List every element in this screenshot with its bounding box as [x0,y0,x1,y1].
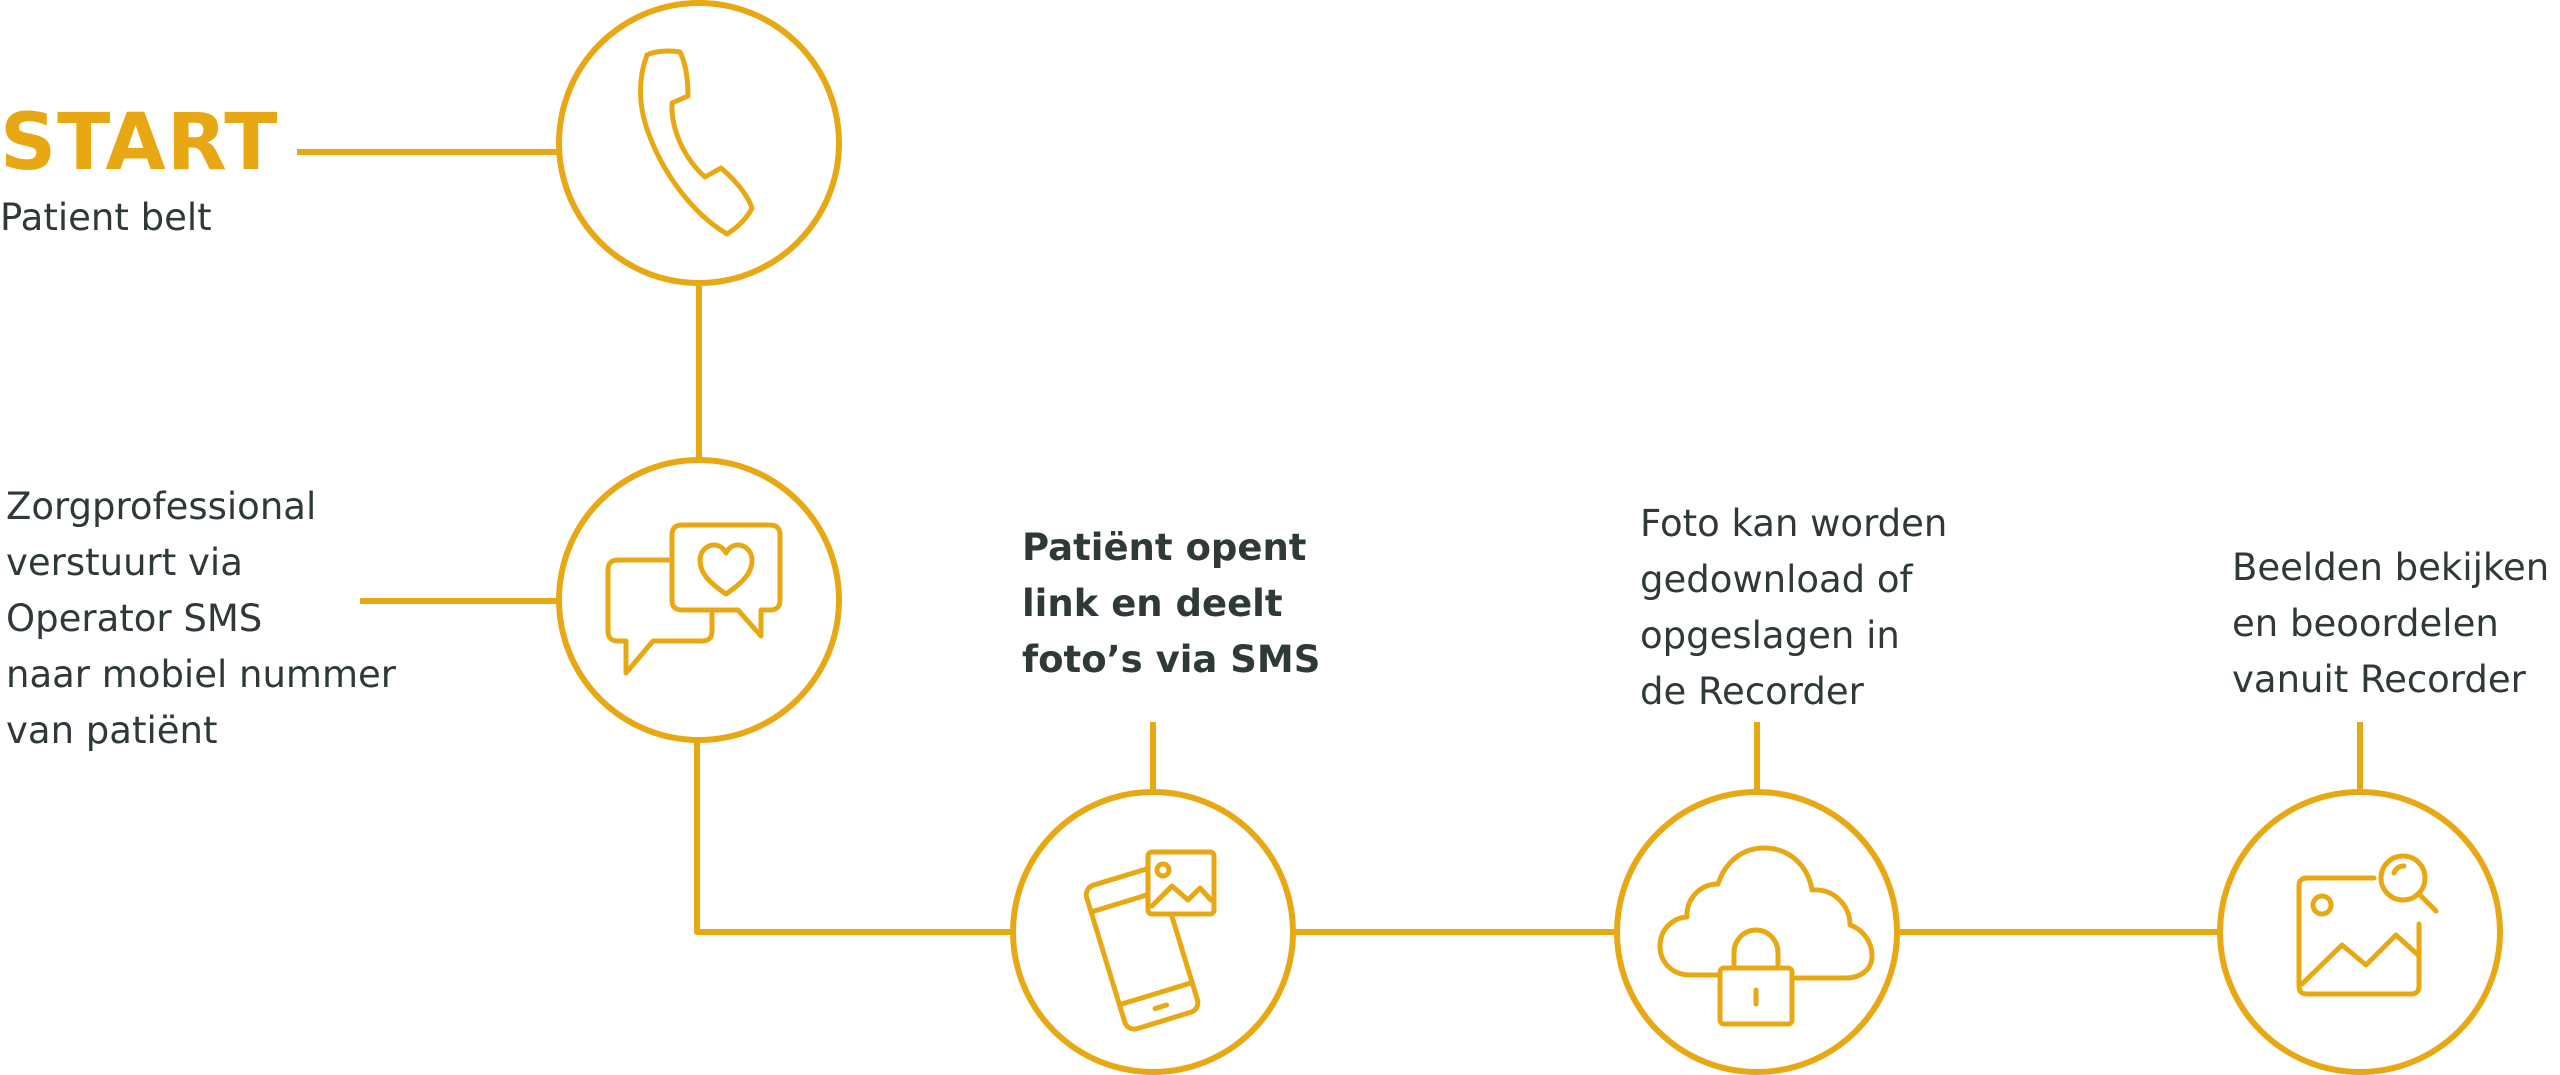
step2-line: foto’s via SMS [1022,638,1321,681]
start-subtitle: Patient belt [0,196,212,239]
step4-label: Beelden bekijken en beoordelen vanuit Re… [2232,540,2549,708]
step1-line: van patiënt [6,709,218,752]
start-node [556,0,842,286]
step4-node [2217,789,2503,1075]
step1-line: Zorgprofessional [6,485,317,528]
step4-line: vanuit Recorder [2232,658,2526,701]
step2-label: Patiënt opent link en deelt foto’s via S… [1022,520,1320,688]
connector-elbow [694,740,1010,935]
step1-label: Zorgprofessional verstuurt via Operator … [6,479,396,759]
phone-icon [637,48,755,237]
start-title: START [0,98,279,188]
step3-label: Foto kan worden gedownload of opgeslagen… [1640,496,1947,720]
step4-line: en beoordelen [2232,602,2499,645]
step1-line: naar mobiel nummer [6,653,396,696]
step3-node [1614,789,1900,1075]
step3-line: de Recorder [1640,670,1864,713]
image-search-icon [2296,853,2439,997]
phone-photo-icon [1083,849,1217,1032]
step2-node [1010,789,1296,1075]
step3-line: gedownload of [1640,558,1913,601]
step2-line: Patiënt opent [1022,526,1307,569]
step4-line: Beelden bekijken [2232,546,2550,589]
connector-lines [297,149,2363,935]
chat-heart-icon [605,522,783,676]
step1-node [556,457,842,743]
step1-line: verstuurt via [6,541,243,584]
step3-line: Foto kan worden [1640,502,1948,545]
step2-line: link en deelt [1022,582,1283,625]
step1-line: Operator SMS [6,597,263,640]
step3-line: opgeslagen in [1640,614,1900,657]
cloud-lock-icon [1657,845,1875,1027]
